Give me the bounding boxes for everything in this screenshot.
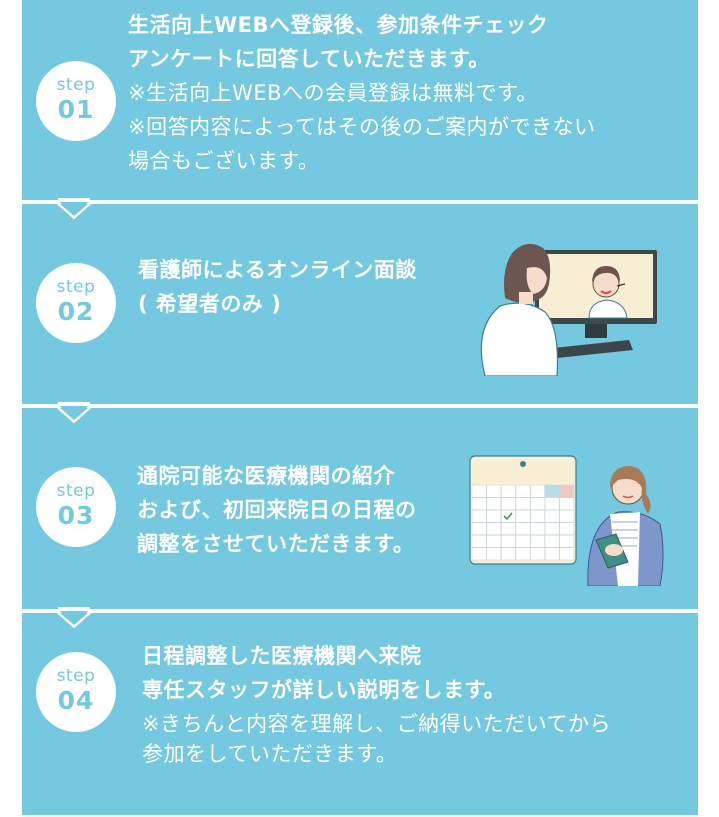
chevron-down-icon [55,198,93,220]
step-badge-label: step [56,277,96,297]
step-panel-1 [22,0,698,200]
step-4-text: 日程調整した医療機関へ来院 専任スタッフが詳しい説明をします。 ※きちんと内容を… [142,639,611,771]
step-badge-label: step [56,481,96,501]
step-4-line-2: 専任スタッフが詳しい説明をします。 [142,678,506,702]
step-badge-1: step 01 [36,61,116,141]
step-badge-label: step [56,75,96,95]
step-2-text: 看護師によるオンライン面談 ( 希望者のみ ) [138,253,417,321]
chevron-down-icon [55,402,93,424]
step-2-line-1: 看護師によるオンライン面談 [138,258,417,282]
step-badge-3: step 03 [36,467,116,547]
step-badge-number: 03 [57,501,95,530]
step-separator [22,609,698,613]
step-3-text: 通院可能な医療機関の紹介 および、初回来院日の日程の 調整をさせていただきます。 [137,459,417,561]
step-3-line-1: 通院可能な医療機関の紹介 [137,464,395,488]
step-1-line-1: 生活向上WEBへ登録後、参加条件チェック [128,13,549,37]
step-3-line-2: および、初回来院日の日程の [137,498,417,522]
step-badge-label: step [56,666,96,686]
step-separator [22,404,698,408]
step-3-line-3: 調整をさせていただきます。 [137,532,415,556]
step-panel-4 [22,613,698,815]
chevron-down-icon [55,607,93,629]
step-1-text: 生活向上WEBへ登録後、参加条件チェック アンケートに回答していただきます。 ※… [128,8,596,178]
step-badge-number: 01 [57,95,95,124]
step-4-line-1: 日程調整した医療機関へ来院 [142,644,422,668]
step-panel-3 [22,408,698,609]
step-badge-number: 04 [57,686,95,715]
step-badge-number: 02 [57,297,95,326]
online-consultation-illustration [480,243,657,376]
step-badge-4: step 04 [36,652,116,732]
step-1-note-3: 場合もございます。 [128,149,320,173]
step-separator [22,200,698,204]
step-1-note-1: ※生活向上WEBへの会員登録は無料です。 [128,81,538,105]
calendar-scheduling-illustration [469,455,664,586]
step-4-note-1: ※きちんと内容を理解し、ご納得いただいてから [142,712,611,736]
step-badge-2: step 02 [36,263,116,343]
step-2-line-2: ( 希望者のみ ) [138,292,282,316]
step-1-line-2: アンケートに回答していただきます。 [128,47,490,71]
step-4-note-2: 参加をしていただきます。 [142,742,398,766]
step-1-note-2: ※回答内容によってはその後のご案内ができない [128,115,596,139]
